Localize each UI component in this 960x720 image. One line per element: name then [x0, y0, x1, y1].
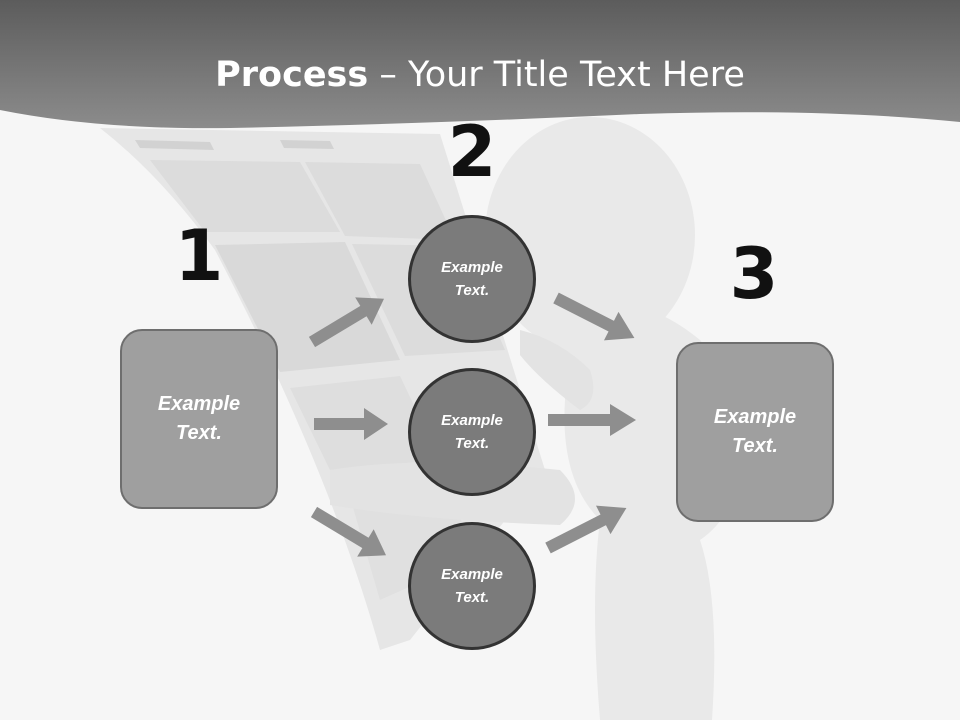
flow-arrows — [308, 292, 636, 557]
step-1-text: Example Text. — [157, 393, 241, 444]
arrow-1-to-middle — [314, 408, 388, 440]
slide-title: Process – Your Title Text Here — [0, 54, 960, 96]
step-2-circle-bottom-text: Example Text. — [441, 566, 503, 606]
step-3-number: 3 — [729, 233, 779, 315]
step-2-circle-top: Example Text. — [408, 215, 536, 343]
arrow-middle-to-3 — [548, 404, 636, 436]
step-2-number: 2 — [447, 111, 497, 193]
step-3-box: Example Text. — [676, 342, 834, 522]
title-bold: Process — [215, 55, 369, 95]
title-rest: – Your Title Text Here — [368, 55, 745, 95]
step-1-number: 1 — [174, 215, 224, 297]
step-2-circle-middle: Example Text. — [408, 368, 536, 496]
arrow-1-to-top — [308, 297, 385, 348]
figure-illustration — [330, 117, 746, 720]
step-2-circle-middle-text: Example Text. — [441, 412, 503, 452]
header-band — [0, 0, 960, 129]
step-3-text: Example Text. — [713, 406, 797, 457]
step-2-circle-bottom: Example Text. — [408, 522, 536, 650]
step-2-circle-top-text: Example Text. — [441, 259, 503, 299]
step-1-box: Example Text. — [120, 329, 278, 509]
arrow-1-to-bottom — [310, 506, 387, 557]
arrow-top-to-3 — [553, 292, 635, 341]
arrow-bottom-to-3 — [545, 505, 627, 554]
